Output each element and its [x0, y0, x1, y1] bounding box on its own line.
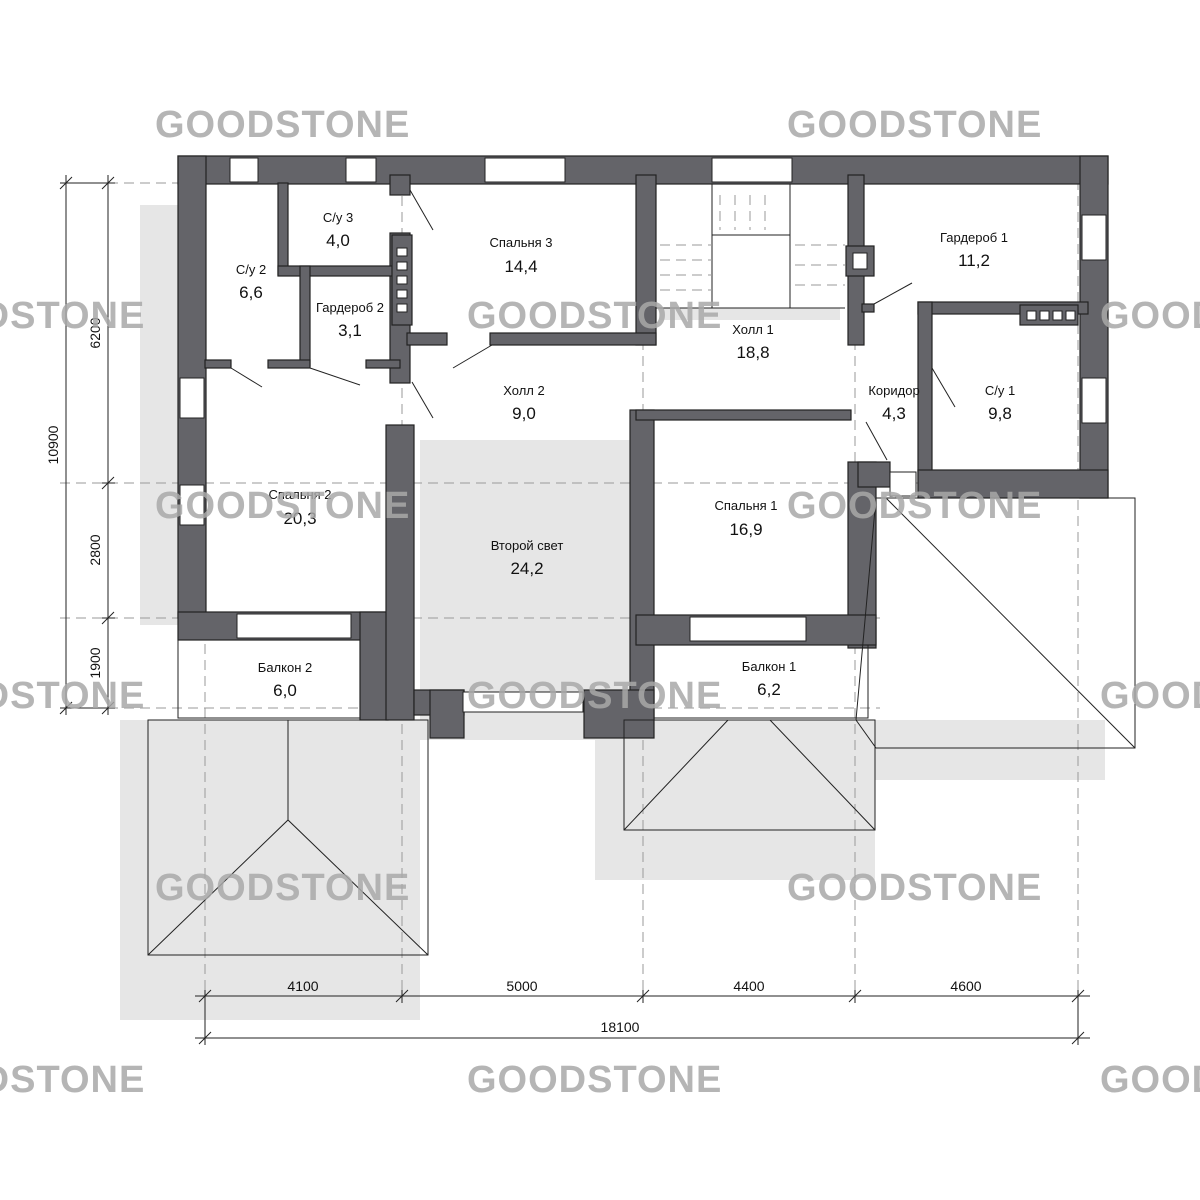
svg-text:Спальня 1: Спальня 1 — [714, 498, 777, 513]
room-su3: С/у 3 4,0 — [323, 210, 353, 250]
svg-text:18,8: 18,8 — [736, 343, 769, 362]
svg-text:Холл 2: Холл 2 — [503, 383, 544, 398]
svg-text:Балкон 2: Балкон 2 — [258, 660, 312, 675]
svg-text:4,0: 4,0 — [326, 231, 350, 250]
svg-text:4,3: 4,3 — [882, 404, 906, 423]
watermark-logo: GOODSTONE — [155, 867, 410, 909]
vent-shafts — [391, 234, 1079, 326]
dim-bottom-3: 4400 — [733, 978, 764, 994]
svg-text:6,6: 6,6 — [239, 283, 263, 302]
room-balkon1: Балкон 1 6,2 — [742, 659, 796, 699]
watermark-logo: GOODSTONE — [0, 675, 145, 717]
watermark-logo: GOODSTONE — [0, 1059, 145, 1101]
watermark-logo: GOODSTONE — [787, 104, 1042, 146]
watermark-logo: GOODSTONE — [1100, 295, 1200, 337]
dim-total-height: 10900 — [45, 425, 61, 464]
svg-text:С/у 3: С/у 3 — [323, 210, 353, 225]
svg-text:Гардероб 2: Гардероб 2 — [316, 300, 384, 315]
watermark-logo: GOODSTONE — [155, 104, 410, 146]
svg-text:Холл 1: Холл 1 — [732, 322, 773, 337]
svg-text:11,2: 11,2 — [958, 251, 990, 270]
windows — [179, 157, 1107, 713]
svg-text:6,2: 6,2 — [757, 680, 781, 699]
svg-text:9,8: 9,8 — [988, 404, 1012, 423]
door-swings — [230, 189, 956, 461]
watermarks: GOODSTONE GOODSTONE GOODSTONE GOODSTONE … — [0, 104, 1200, 1101]
room-vtoroy-svet: Второй свет 24,2 — [491, 538, 564, 578]
dim-bottom-2: 5000 — [506, 978, 537, 994]
svg-text:Гардероб 1: Гардероб 1 — [940, 230, 1008, 245]
watermark-logo: GOODSTONE — [1100, 1059, 1200, 1101]
room-su1: С/у 1 9,8 — [985, 383, 1015, 423]
room-garderob2: Гардероб 2 3,1 — [316, 300, 384, 340]
room-balkon2: Балкон 2 6,0 — [258, 660, 312, 700]
room-labels: С/у 3 4,0 С/у 2 6,6 Гардероб 2 3,1 Спальня … — [236, 210, 1015, 700]
svg-text:3,1: 3,1 — [338, 321, 362, 340]
dim-left-1: 6200 — [87, 317, 103, 348]
dim-bottom-4: 4600 — [950, 978, 981, 994]
room-garderob1: Гардероб 1 11,2 — [940, 230, 1008, 270]
dim-left-3: 1900 — [87, 647, 103, 678]
svg-text:16,9: 16,9 — [729, 520, 762, 539]
svg-text:Спальня 3: Спальня 3 — [489, 235, 552, 250]
svg-text:Спальня 2: Спальня 2 — [268, 487, 331, 502]
watermark-logo: GOODSTONE — [1100, 675, 1200, 717]
walls — [177, 155, 1109, 739]
room-spalnya2: Спальня 2 20,3 — [268, 487, 331, 528]
svg-text:20,3: 20,3 — [283, 509, 316, 528]
room-holl2: Холл 2 9,0 — [503, 383, 544, 423]
watermark-logo: GOODSTONE — [787, 867, 1042, 909]
watermark-logo: GOODSTONE — [787, 485, 1042, 527]
svg-text:С/у 1: С/у 1 — [985, 383, 1015, 398]
room-spalnya3: Спальня 3 14,4 — [489, 235, 552, 276]
svg-text:14,4: 14,4 — [504, 257, 537, 276]
svg-text:Второй свет: Второй свет — [491, 538, 564, 553]
room-koridor: Коридор 4,3 — [868, 383, 919, 423]
svg-text:Балкон 1: Балкон 1 — [742, 659, 796, 674]
svg-text:9,0: 9,0 — [512, 404, 536, 423]
room-spalnya1: Спальня 1 16,9 — [714, 498, 777, 539]
watermark-logo: GOODSTONE — [467, 1059, 722, 1101]
room-su2: С/у 2 6,6 — [236, 262, 266, 302]
staircase — [655, 183, 845, 309]
dim-left-2: 2800 — [87, 534, 103, 565]
dimension-lines — [59, 175, 1090, 1045]
svg-text:24,2: 24,2 — [510, 559, 543, 578]
svg-text:Коридор: Коридор — [868, 383, 919, 398]
svg-text:С/у 2: С/у 2 — [236, 262, 266, 277]
balconies-roofs — [147, 497, 1136, 956]
watermark-logo: GOODSTONE — [0, 295, 145, 337]
svg-text:6,0: 6,0 — [273, 681, 297, 700]
dim-total-width: 18100 — [601, 1019, 640, 1035]
dim-bottom-1: 4100 — [287, 978, 318, 994]
dimension-labels: 4100 5000 4400 4600 18100 6200 2800 1900… — [45, 317, 982, 1035]
watermark-logo: GOODSTONE — [467, 675, 722, 717]
watermark-logo: GOODSTONE — [467, 295, 722, 337]
room-holl1: Холл 1 18,8 — [732, 322, 773, 362]
watermark-logo: GOODSTONE — [155, 485, 410, 527]
